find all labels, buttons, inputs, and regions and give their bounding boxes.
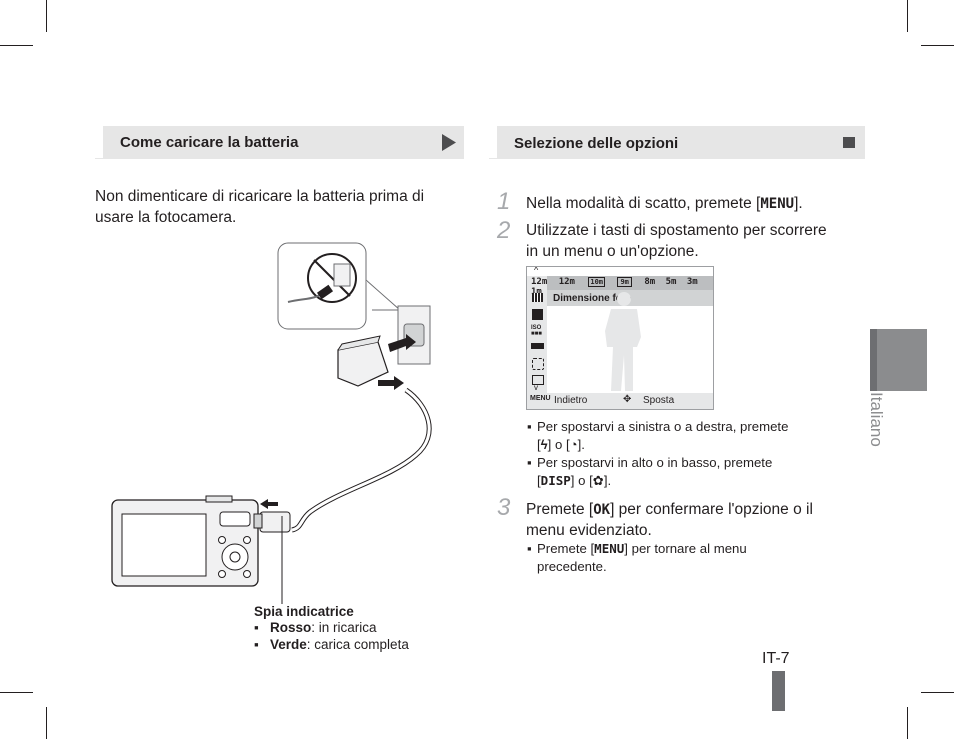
arrow-icon [260,499,278,509]
page-number: IT-7 [762,650,790,667]
section-header-charging: Come caricare la batteria [95,126,464,159]
step-number: 2 [497,217,511,244]
size-options: 12m 12m 10m 9m 8m 5m 3m 1m [531,277,698,297]
disp-key: DISP [540,473,571,488]
step-number: 3 [497,494,511,521]
intro-line-2: usare la fotocamera. [95,209,237,226]
exposure-icon [532,309,543,320]
usb-plug [259,511,291,533]
face-detect-icon [532,358,544,370]
indicator-desc: : carica completa [306,637,409,652]
crop-mark [907,0,908,32]
prohibited-icon [307,253,357,303]
step-1-text: Nella modalità di scatto, premete [MENU]… [526,195,803,212]
arrow-icon [388,334,416,352]
power-adapter [337,341,389,387]
macro-key: ✿ [592,473,604,488]
step-3-line-1: Premete [OK] per confermare l'opzione o … [526,501,813,518]
wb-icon [531,343,544,349]
flash-key: ϟ [540,437,548,452]
bullet: ▪ [254,620,259,635]
bullet-item: ▪Premete [MENU] per tornare al menu [527,541,747,556]
crop-mark [46,0,47,32]
step-2-line-2: in un menu o un'opzione. [526,243,699,260]
bullet: ▪ [527,419,532,434]
bullet-item-cont: precedente. [537,559,607,574]
iso-icon: ISO■■■ [531,325,542,337]
menu-key: MENU [594,541,625,556]
crop-mark [0,692,33,693]
crop-mark [907,707,908,739]
step-number: 1 [497,188,511,215]
page-tab [772,671,785,711]
language-tab [870,329,927,391]
intro-line-1: Non dimenticare di ricaricare la batteri… [95,188,425,205]
step-3-line-2: menu evidenziato. [526,522,652,539]
language-label: Italiano [867,392,886,447]
back-label: Indietro [554,395,588,406]
crop-mark [46,707,47,739]
focus-icon [532,375,544,385]
section-header-options: Selezione delle opzioni [489,126,865,159]
language-tab-edge [870,329,877,391]
bullet-item: ▪Per spostarvi in alto o in basso, preme… [527,455,773,470]
indicator-term: Rosso [270,620,312,635]
size-icon [532,293,543,302]
chevron-up-icon: ^ [534,266,539,275]
screen-footer [527,393,713,409]
chevron-down-icon: v [534,383,538,392]
indicator-desc: : in ricarica [311,620,377,635]
size-options-bar [527,276,713,290]
selected-label: Dimensione foto [553,293,632,304]
person-silhouette [605,292,641,391]
move-label: Sposta [643,395,675,406]
step-2-line-1: Utilizzate i tasti di spostamento per sc… [526,222,827,239]
arrow-icon [378,376,404,390]
ok-key: OK [593,502,611,518]
menu-key-label: MENU [530,395,551,402]
crop-mark [921,692,954,693]
square-icon [843,137,855,148]
triangle-right-icon [442,134,456,151]
menu-key: MENU [760,196,795,212]
crop-mark [0,45,33,46]
indicator-title: Spia indicatrice [254,604,354,619]
camera-menu-screen: ^ 12m 12m 10m 9m 8m 5m 3m 1m Dimensione … [526,266,714,410]
bullet-item: ▪Per spostarvi a sinistra o a destra, pr… [527,419,789,434]
section-title: Come caricare la batteria [120,134,299,151]
move-icon: ✥ [623,394,632,405]
bullet: ▪ [527,541,532,556]
indicator-item-red: ▪ Rosso: in ricarica [254,619,377,636]
section-title: Selezione delle opzioni [514,135,679,152]
timer-key: ◔ [569,437,578,452]
bullet-item-cont: [DISP] o [✿]. [537,473,612,488]
bullet: ▪ [254,637,259,652]
indicator-item-green: ▪ Verde: carica completa [254,636,409,653]
indicator-term: Verde [270,637,307,652]
bullet-item-cont: [ϟ] o [◔]. [537,437,585,452]
bullet: ▪ [527,455,532,470]
camera-lcd [121,513,207,577]
charging-illustration [111,242,432,604]
crop-mark [921,45,954,46]
